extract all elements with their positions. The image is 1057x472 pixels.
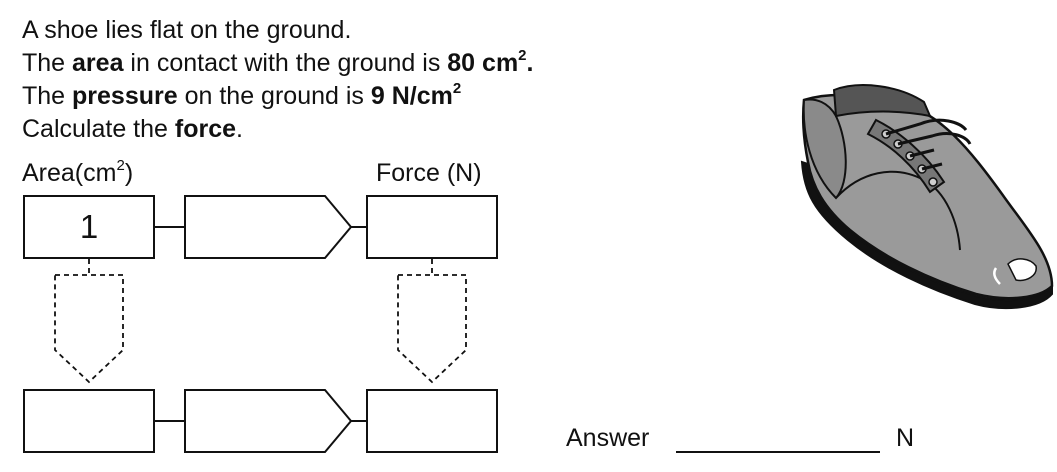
answer-input-line[interactable] xyxy=(676,451,880,453)
question-line-2: The area in contact with the ground is 8… xyxy=(22,47,533,79)
pressure-value-text: 9 N/cm xyxy=(370,82,453,110)
right-dashed-arrow[interactable] xyxy=(397,274,467,384)
top-operation-arrow-box[interactable] xyxy=(184,195,353,259)
bottom-operation-arrow-box[interactable] xyxy=(184,389,353,453)
top-left-box-value: 1 xyxy=(79,208,99,245)
question-line-3: The pressure on the ground is 9 N/cm2 xyxy=(22,80,461,112)
text-fragment: on the ground is xyxy=(177,82,371,110)
shoe-tongue xyxy=(832,84,932,118)
toe-shine xyxy=(1007,258,1037,282)
superscript: 2 xyxy=(452,79,462,97)
text-fragment: The xyxy=(22,82,73,110)
shoe-illustration xyxy=(800,84,1054,310)
shoe-heel xyxy=(802,98,847,200)
question-text: A shoe lies flat on the ground. xyxy=(22,16,352,44)
answer-unit: N xyxy=(896,424,915,452)
text-fragment: . xyxy=(526,49,534,77)
label-text: Area(cm xyxy=(22,159,117,187)
pressure-value: 9 N/cm2 xyxy=(370,79,462,110)
text-fragment: The xyxy=(22,49,73,77)
bottom-left-box[interactable] xyxy=(23,389,155,453)
question-line-4: Calculate the force. xyxy=(22,113,243,145)
question-line-1: A shoe lies flat on the ground. xyxy=(22,14,351,46)
superscript: 2 xyxy=(116,156,125,174)
shoe-laces xyxy=(885,118,972,171)
label-text: ) xyxy=(124,159,134,187)
force-column-label: Force (N) xyxy=(376,159,482,187)
answer-label: Answer xyxy=(566,424,650,452)
superscript: 2 xyxy=(518,46,527,64)
left-dashed-arrow[interactable] xyxy=(54,274,124,384)
ratio-table-diagram xyxy=(23,195,498,453)
text-fragment: . xyxy=(236,115,243,143)
bold-term-area: area xyxy=(72,49,124,77)
text-fragment: in contact with the ground is xyxy=(123,49,448,77)
top-right-box[interactable] xyxy=(366,195,498,259)
bold-term-force: force xyxy=(174,115,237,143)
bottom-right-box[interactable] xyxy=(366,389,498,453)
area-column-label: Area(cm2) xyxy=(22,158,133,188)
text-fragment: Calculate the xyxy=(22,115,175,143)
toe-shine-stroke xyxy=(993,267,1001,285)
bold-term-pressure: pressure xyxy=(72,82,178,110)
area-value: 80 cm2. xyxy=(447,46,534,77)
area-value-text: 80 cm xyxy=(447,49,519,77)
